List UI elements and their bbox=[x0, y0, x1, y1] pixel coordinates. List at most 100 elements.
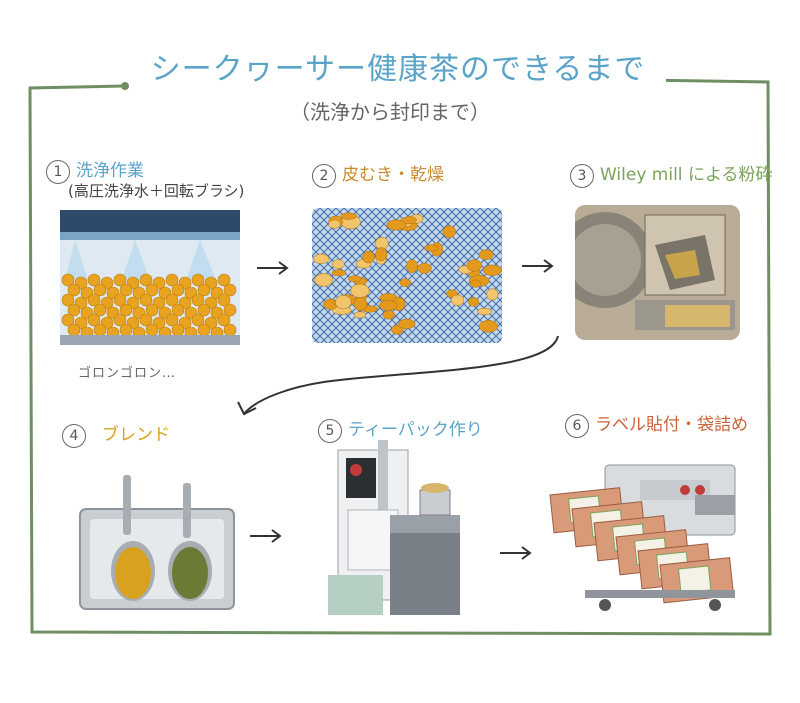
citrus-peel bbox=[424, 244, 439, 252]
citrus-peel bbox=[391, 324, 404, 335]
citrus-fruit bbox=[171, 323, 185, 337]
citrus-fruit bbox=[165, 313, 179, 327]
citrus-fruit bbox=[93, 303, 107, 317]
step-4-title: ブレンド bbox=[102, 425, 170, 445]
wiley-mill-illustration bbox=[575, 205, 740, 340]
step-1-title: 洗浄作業 bbox=[76, 161, 144, 181]
citrus-fruit bbox=[197, 283, 211, 297]
step-3-number: 3 bbox=[570, 164, 594, 188]
citrus-peel bbox=[378, 300, 398, 311]
citrus-fruit bbox=[197, 323, 211, 337]
citrus-fruit bbox=[113, 313, 127, 327]
citrus-fruit bbox=[93, 323, 107, 337]
citrus-peel bbox=[331, 269, 347, 277]
step-6-label: 6 ラベル貼付・袋詰め bbox=[565, 410, 748, 438]
citrus-peel bbox=[398, 318, 416, 329]
blend-illustration bbox=[79, 475, 235, 610]
citrus-fruit bbox=[217, 293, 231, 307]
citrus-fruit bbox=[217, 273, 231, 287]
citrus-peel bbox=[442, 225, 456, 239]
citrus-fruit bbox=[67, 283, 81, 297]
citrus-peel bbox=[417, 262, 432, 274]
citrus-peel bbox=[468, 297, 480, 307]
citrus-peel bbox=[469, 279, 482, 288]
citrus-fruit bbox=[145, 323, 159, 337]
citrus-fruit bbox=[197, 303, 211, 317]
step-2-title: 皮むき・乾燥 bbox=[342, 165, 444, 185]
citrus-peel bbox=[466, 259, 482, 272]
citrus-fruit bbox=[191, 273, 205, 287]
step-6-number: 6 bbox=[565, 414, 589, 438]
citrus-fruit bbox=[67, 323, 81, 337]
step-5-number: 5 bbox=[318, 419, 342, 443]
citrus-fruit bbox=[217, 313, 231, 327]
citrus-fruit bbox=[191, 293, 205, 307]
citrus-fruit bbox=[61, 273, 75, 287]
tea-bag-machine-illustration bbox=[328, 440, 460, 615]
citrus-fruit bbox=[119, 303, 133, 317]
citrus-fruit bbox=[165, 273, 179, 287]
step-1-note: ゴロンゴロン… bbox=[78, 366, 177, 381]
citrus-fruit bbox=[93, 283, 107, 297]
step-1-label: 1 洗浄作業 bbox=[46, 156, 144, 184]
citrus-fruit bbox=[87, 273, 101, 287]
citrus-peel bbox=[353, 311, 367, 319]
citrus-fruit bbox=[191, 313, 205, 327]
step-4-number: 4 bbox=[62, 424, 86, 448]
citrus-fruit bbox=[223, 303, 237, 317]
citrus-peel bbox=[477, 307, 492, 316]
citrus-fruit bbox=[139, 293, 153, 307]
step-5-title: ティーパック作り bbox=[348, 420, 483, 440]
citrus-fruit bbox=[171, 283, 185, 297]
citrus-fruit bbox=[61, 293, 75, 307]
citrus-peel bbox=[353, 297, 368, 311]
citrus-fruit bbox=[119, 283, 133, 297]
citrus-peel bbox=[450, 294, 465, 306]
citrus-fruit bbox=[223, 283, 237, 297]
citrus-peel bbox=[375, 247, 388, 262]
citrus-fruit bbox=[61, 313, 75, 327]
step-5-label: 5 ティーパック作り bbox=[318, 415, 483, 443]
citrus-peel bbox=[313, 253, 330, 264]
step-3-title: Wiley mill による粉砕 bbox=[600, 165, 773, 185]
citrus-fruit bbox=[145, 283, 159, 297]
page-subtitle: （洗浄から封印まで） bbox=[290, 100, 490, 124]
citrus-peel bbox=[335, 295, 352, 310]
citrus-fruit bbox=[165, 293, 179, 307]
citrus-peel bbox=[382, 310, 395, 320]
citrus-peel bbox=[399, 278, 412, 287]
step-2-number: 2 bbox=[312, 164, 336, 188]
arrow-5-to-6 bbox=[500, 546, 532, 560]
citrus-fruit bbox=[171, 303, 185, 317]
citrus-fruit bbox=[119, 323, 133, 337]
citrus-peel bbox=[386, 219, 407, 231]
citrus-fruit bbox=[113, 273, 127, 287]
citrus-peel bbox=[486, 288, 499, 301]
arrow-2-to-3 bbox=[522, 259, 554, 273]
citrus-peel bbox=[362, 250, 375, 264]
citrus-peel bbox=[340, 212, 358, 220]
step-3-label: 3 Wiley mill による粉砕 bbox=[570, 160, 772, 188]
citrus-fruit bbox=[87, 293, 101, 307]
citrus-peel bbox=[406, 259, 418, 274]
step-2-label: 2 皮むき・乾燥 bbox=[312, 160, 444, 188]
page-title: シークヮーサー健康茶のできるまで bbox=[130, 44, 666, 88]
drying-illustration bbox=[312, 208, 502, 343]
citrus-fruit bbox=[139, 313, 153, 327]
citrus-fruit bbox=[139, 273, 153, 287]
labeling-packing-illustration bbox=[549, 464, 736, 611]
citrus-fruit bbox=[113, 293, 127, 307]
step-1-number: 1 bbox=[46, 160, 70, 184]
citrus-peel bbox=[347, 275, 362, 283]
citrus-fruit bbox=[87, 313, 101, 327]
citrus-fruit bbox=[67, 303, 81, 317]
arrow-1-to-2 bbox=[257, 261, 289, 275]
citrus-peel bbox=[314, 273, 334, 287]
arrow-3-to-4 bbox=[237, 335, 559, 416]
citrus-peel bbox=[350, 283, 370, 298]
step-1-subtitle: (高圧洗浄水＋回転ブラシ) bbox=[68, 182, 245, 200]
citrus-peel bbox=[478, 320, 499, 333]
washing-illustration bbox=[60, 210, 240, 345]
step-6-title: ラベル貼付・袋詰め bbox=[595, 415, 748, 435]
citrus-peel bbox=[328, 219, 341, 229]
